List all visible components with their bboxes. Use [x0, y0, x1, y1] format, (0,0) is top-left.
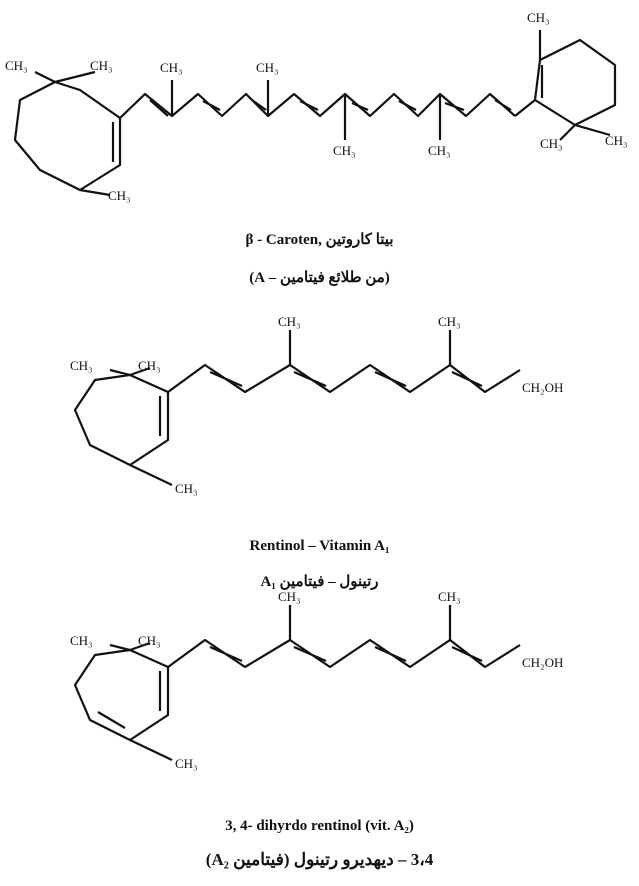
ch3-label: CH₃ [175, 481, 198, 496]
retinol-arabic-caption: رتينول – فيتامين A₁ [260, 574, 379, 590]
right-ring [514, 30, 617, 141]
ch3-label: CH₃ [5, 58, 28, 73]
polyene-chain [119, 80, 516, 140]
beta-carotene-note: (من طلائع فيتامين – A) [249, 270, 390, 286]
ch3-label: CH₃ [256, 60, 279, 75]
left-ring [13, 80, 122, 192]
chain-double-bonds [149, 99, 512, 117]
ch2oh-label: CH₂OH [522, 655, 563, 670]
beta-carotene-caption: β - Caroten, بيتا كاروتين [245, 232, 394, 248]
ch3-label: CH₃ [70, 358, 93, 373]
ch3-label: CH₃ [138, 633, 161, 648]
ch3-label: CH₃ [278, 314, 301, 329]
ch3-label: CH₃ [540, 136, 563, 151]
retinol-ring [73, 366, 173, 486]
ch2oh-label: CH₂OH [522, 380, 563, 395]
ch3-label: CH₃ [160, 60, 183, 75]
beta-carotene-structure: CH₃ CH₃ CH₃ CH₃ CH₃ CH₃ CH₃ CH₃ CH₃ CH₃ [5, 10, 628, 203]
ch3-label: CH₃ [438, 589, 461, 604]
dehydroretinol-arabic-caption: 3،4 – ديهديرو رتينول (فيتامين A₂) [205, 850, 434, 869]
retinol-caption: Rentinol – Vitamin A₁ [249, 538, 390, 554]
dehydroretinol-ring [73, 641, 173, 761]
dehydroretinol-chain [167, 605, 521, 669]
retinol-chain [167, 330, 521, 394]
ch3-label: CH₃ [70, 633, 93, 648]
ch3-label: CH₃ [90, 58, 113, 73]
ch3-label: CH₃ [333, 143, 356, 158]
ch3-label: CH₃ [108, 188, 131, 203]
ch3-label: CH₃ [428, 143, 451, 158]
ch3-label: CH₃ [527, 10, 550, 25]
ch3-label: CH₃ [138, 358, 161, 373]
ch3-label: CH₃ [175, 756, 198, 771]
left-ring-methyls [34, 70, 111, 197]
ch3-label: CH₃ [605, 133, 628, 148]
dehydroretinol-structure: CH₃ CH₃ CH₃ CH₃ CH₃ CH₂OH [70, 589, 563, 771]
ch3-label: CH₃ [438, 314, 461, 329]
retinol-structure: CH₃ CH₃ CH₃ CH₃ CH₃ CH₂OH [70, 314, 563, 496]
ch3-label: CH₃ [278, 589, 301, 604]
dehydroretinol-caption: 3, 4- dihyrdo rentinol (vit. A₂) [225, 818, 414, 834]
